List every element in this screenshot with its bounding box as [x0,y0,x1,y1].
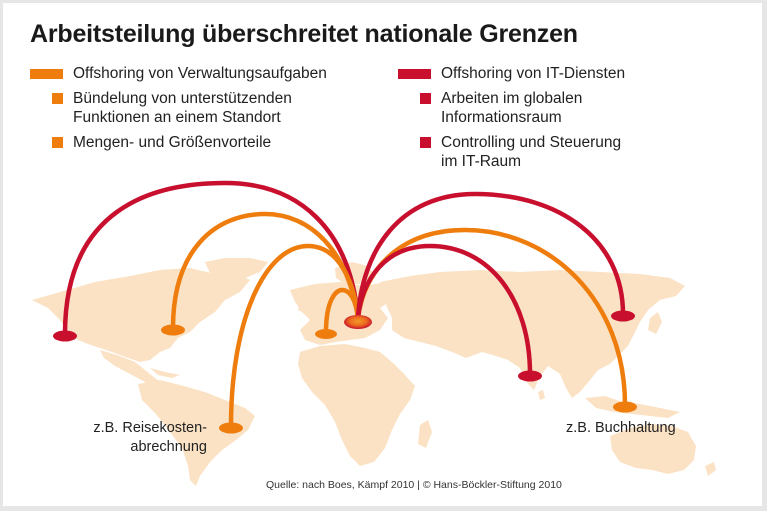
legend-sub-label: Arbeiten im globalen [441,90,583,107]
hub-central-europe-icon [344,315,372,329]
orange-square-icon [52,137,63,148]
endpoint-red-west-coast-icon [53,330,77,342]
annotation-line: z.B. Reisekosten- [93,420,207,436]
europe-shape [290,282,400,345]
legend-label: Offshoring von Verwaltungsaufgaben [73,65,327,82]
legend-administrative: Offshoring von Verwaltungsaufgaben Bünde… [30,64,327,152]
arc-red-china [355,191,626,321]
annotation-travel-expenses: z.B. Reisekosten- abrechnung [80,419,207,457]
central-america-shape [100,350,165,390]
endpoint-red-china-icon [611,310,635,322]
legend-label: Offshoring von IT-Diensten [441,65,626,82]
new-zealand-shape [705,462,716,476]
legend-main-administrative: Offshoring von Verwaltungsaufgaben [30,64,327,86]
legend-sub-item: Arbeiten im globalen Informationsraum [398,89,625,127]
endpoint-orange-brazil-icon [219,422,243,434]
page-title: Arbeitsteilung überschreitet nationale G… [30,20,578,48]
legend-sub-item: Controlling und Steuerung im IT-Raum [398,133,625,171]
red-square-icon [420,137,431,148]
endpoint-orange-westeurope-icon [315,329,337,339]
annotation-accounting: z.B. Buchhaltung [566,420,676,436]
red-bar-swatch-icon [398,69,431,79]
greenland-shape [205,258,268,282]
legend-it-services: Offshoring von IT-Diensten Arbeiten im g… [398,64,625,171]
orange-bar-swatch-icon [30,69,63,79]
arc-red-india [355,243,533,377]
arc-orange-westeurope [323,287,361,335]
legend-sub-item: Mengen- und Größenvorteile [30,133,327,152]
endpoint-orange-southeast-asia-icon [613,401,637,413]
endpoint-orange-east-coast-icon [161,324,185,336]
australia-shape [610,424,696,474]
arc-orange-brazil [228,243,361,429]
arc-red-west-coast [62,180,361,337]
connection-arcs [62,180,628,429]
uk-shape [298,296,314,314]
japan-shape [648,312,662,334]
continents [32,258,716,486]
legend-sub-label: Bündelung von unterstützenden [73,90,292,107]
endpoint-red-india-icon [518,370,542,382]
annotation-line: abrechnung [130,439,207,455]
legend-main-it: Offshoring von IT-Diensten [398,64,625,86]
sri-lanka-shape [538,390,545,400]
legend-sub-label: Informationsraum [441,109,562,126]
orange-square-icon [52,93,63,104]
source-credit: Quelle: nach Boes, Kämpf 2010 | © Hans-B… [266,479,562,491]
madagascar-shape [418,420,432,448]
asia-shape [380,270,685,398]
africa-shape [298,344,415,466]
south-america-shape [138,380,255,486]
endpoints [53,310,637,434]
legend-sub-label: Controlling und Steuerung [441,134,622,151]
caribbean-shape [150,368,180,378]
red-square-icon [420,93,431,104]
legend-sub-label: Funktionen an einem Standort [73,109,281,126]
legend-sub-label: Mengen- und Größenvorteile [73,134,272,151]
north-america-shape [32,268,250,362]
legend-sub-item: Bündelung von unterstützenden Funktionen… [30,89,327,127]
legend-sub-label: im IT-Raum [441,153,522,170]
